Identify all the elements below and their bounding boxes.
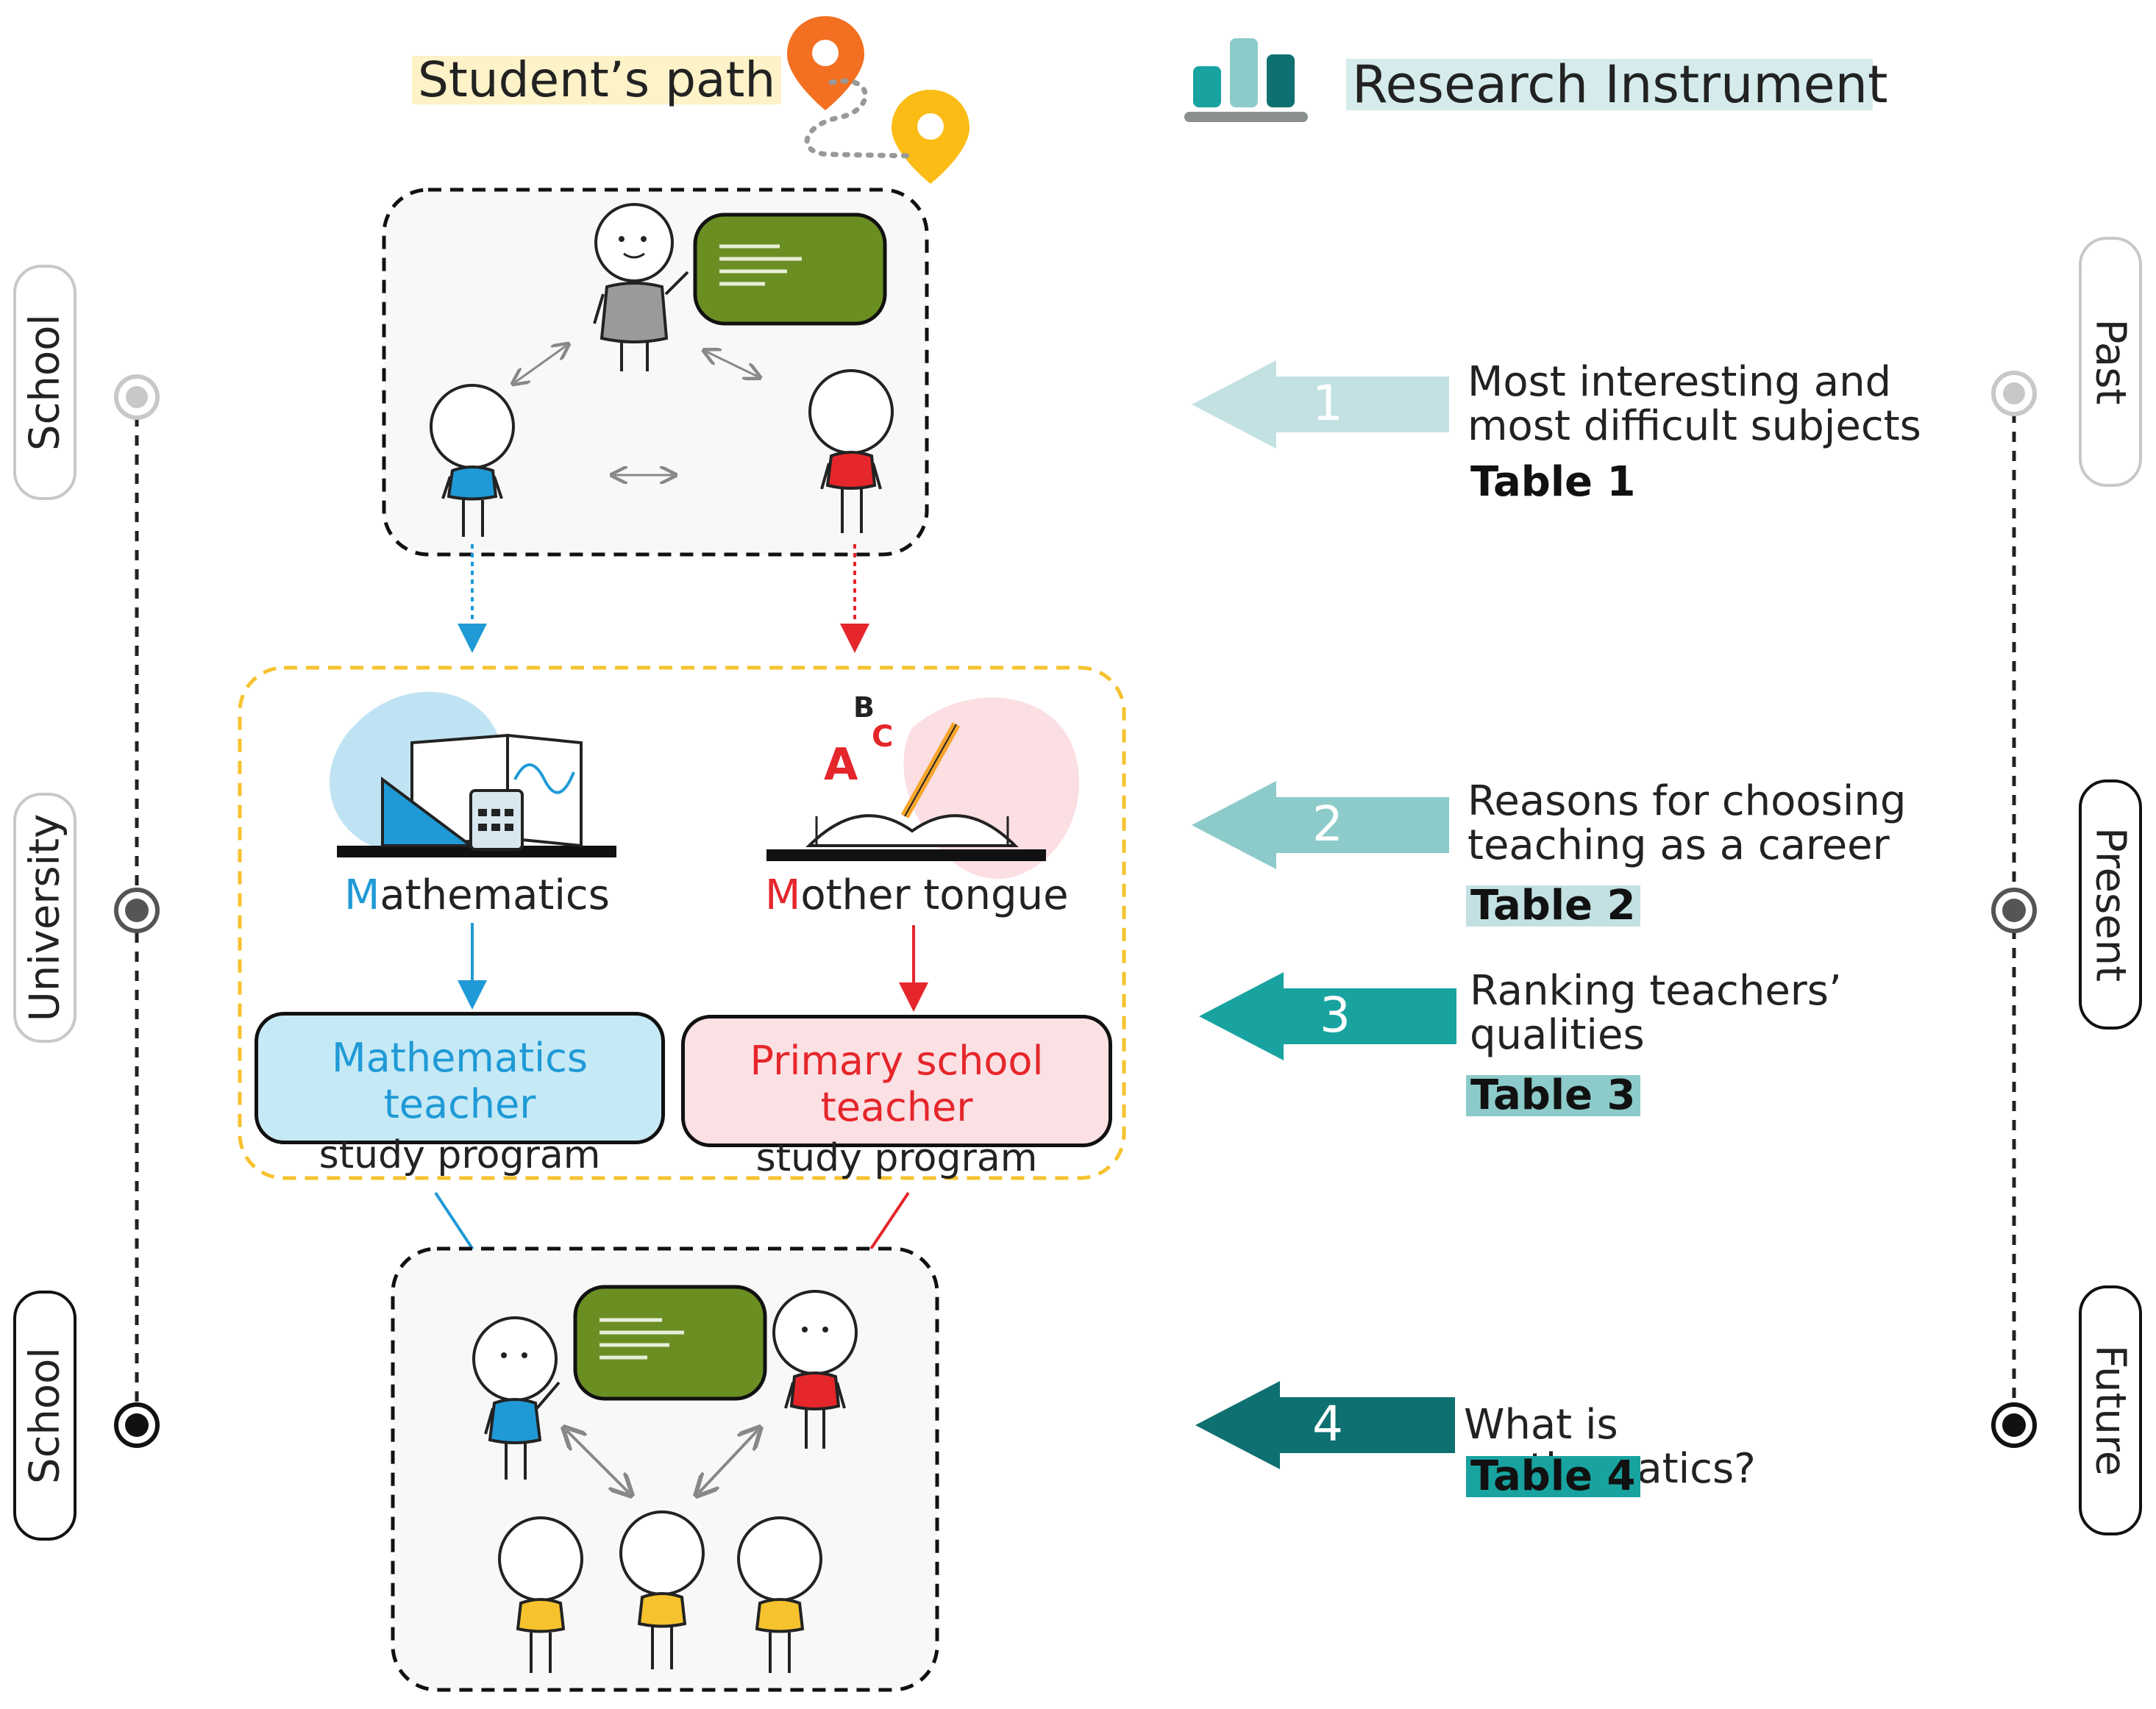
research-instrument-title: Research Instrument [1346, 59, 1888, 110]
instrument-arrow-1 [1192, 360, 1449, 449]
instrument-table-2: Table 2 [1466, 885, 1640, 927]
svg-text:B: B [853, 691, 875, 724]
math-program-subtitle: study program [319, 1133, 601, 1177]
right-timeline [1991, 371, 2037, 1448]
math-program-title: Mathematics teacher [332, 1035, 588, 1127]
future-classroom [391, 1246, 939, 1692]
instrument-text-3: Ranking teachers’ qualities [1470, 967, 1842, 1059]
past-classroom [382, 188, 929, 557]
bar-chart-icon [1184, 38, 1308, 122]
right-label-present: Present [2079, 779, 2142, 1030]
mother-tongue-label: Mother tongue [765, 871, 1069, 919]
primary-program-subtitle: study program [755, 1136, 1038, 1180]
instrument-table-3: Table 3 [1466, 1075, 1640, 1116]
student-path-title: Student’s path [412, 56, 782, 104]
instrument-number-4: 4 [1312, 1396, 1343, 1452]
instrument-arrow-4 [1195, 1381, 1455, 1469]
instrument-number-3: 3 [1320, 987, 1351, 1043]
instrument-number-2: 2 [1312, 796, 1343, 852]
mathematics-label: Mathematics [344, 871, 610, 919]
primary-program-title: Primary school teacher [750, 1038, 1044, 1130]
map-pin-icon [787, 16, 970, 184]
instrument-arrow-3 [1199, 972, 1456, 1060]
svg-text:A: A [824, 739, 858, 791]
left-timeline [114, 374, 160, 1448]
math-teacher-program: Mathematics teacher study program [255, 1012, 665, 1177]
primary-teacher-program: Primary school teacher study program [681, 1015, 1112, 1180]
instrument-table-1: Table 1 [1470, 458, 1636, 506]
svg-text:C: C [872, 720, 893, 754]
instrument-arrow-2 [1192, 781, 1449, 869]
left-label-university: University [13, 793, 77, 1043]
right-label-future: Future [2079, 1285, 2142, 1535]
left-label-school-past: School [13, 265, 77, 500]
instrument-text-2: Reasons for choosing teaching as a caree… [1467, 777, 1907, 869]
instrument-text-1: Most interesting and most difficult subj… [1467, 358, 1921, 450]
instrument-number-1: 1 [1312, 375, 1343, 432]
left-label-school-future: School [13, 1291, 77, 1541]
open-book-icon: A C B [766, 691, 1046, 861]
instrument-table-4: Table 4 [1466, 1456, 1640, 1497]
right-label-past: Past [2079, 237, 2142, 487]
math-book-icon [337, 733, 616, 857]
